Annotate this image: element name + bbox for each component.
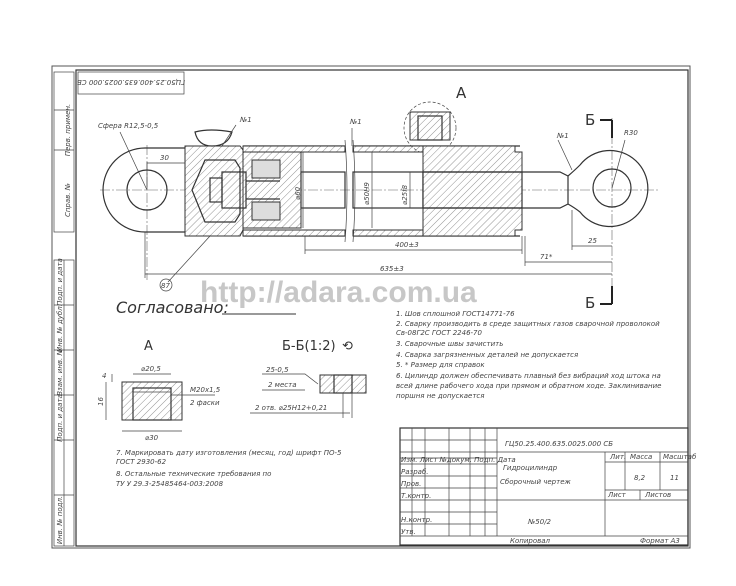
section-bb: Б-Б(1:2) ⟲ 25-0,5 2 места 2 отв. ⌀25H12+… (250, 339, 367, 418)
note-line: Св-08Г2С ГОСТ 2246-70 (396, 329, 483, 337)
side-strip: Перв. примен. Справ. № Подп. и дата Инв.… (53, 71, 75, 547)
dim-dia-50: ⌀50H9 (363, 182, 371, 205)
weld-mark: №1 (349, 118, 362, 126)
dim-dia-30: ⌀30 (145, 434, 159, 442)
notes-left: 7. Маркировать дату изготовления (месяц,… (116, 449, 342, 488)
notes-right: 1. Шов сплошной ГОСТ14771-76 2. Сварку п… (396, 310, 661, 400)
watermark: http://adara.com.ua (200, 276, 477, 309)
radius-label: R30 (624, 129, 638, 137)
dim-25: 25 (588, 237, 597, 245)
dim-400: 400±3 (395, 241, 419, 249)
note-line: 5. * Размер для справок (396, 361, 485, 369)
note-line: поршня не допускается (396, 392, 484, 400)
note-line: 2. Сварку производить в среде защитных г… (396, 320, 660, 328)
drawing-name-2: Сборочный чертеж (500, 478, 571, 486)
dim-30: 30 (160, 154, 169, 162)
strip-label: Подп. и дата (56, 394, 64, 442)
mass-label: Масса (630, 453, 652, 461)
detail-a: А ⌀20,5 M20x1,5 2 фаски ⌀30 4 16 (97, 339, 221, 442)
drawing-number: №50/2 (527, 518, 552, 526)
dim-dia-60: ⌀60 (294, 186, 302, 200)
lit-label: Лит. (609, 453, 626, 461)
section-bb-title: Б-Б(1:2) (282, 339, 336, 354)
detail-a-title: А (144, 339, 153, 354)
approved-label: Согласовано: (116, 298, 229, 317)
note-line: 1. Шов сплошной ГОСТ14771-76 (396, 310, 515, 318)
sphere-label: Сфера R12,5-0,5 (98, 122, 159, 130)
tb-row: Пров. (401, 480, 421, 488)
sheets-label: Листов (644, 491, 671, 499)
note-line: 7. Маркировать дату изготовления (месяц,… (116, 449, 342, 457)
format-label: Формат А3 (640, 537, 680, 545)
drawing-name-1: Гидроцилиндр (503, 464, 558, 472)
strip-label: Инв. № подл. (56, 496, 64, 544)
drawing-code: ГЦ50.25.400.635.0025.000 СБ (505, 440, 613, 448)
title-block: Изм. Лист №докум. Подп. Дата Разраб. Про… (399, 427, 697, 546)
dim-635: 635±3 (380, 265, 404, 273)
strip-label: Инв. № дубл. (56, 304, 64, 352)
strip-label: Взам. инв. № (56, 348, 64, 396)
scale-label: Масштаб (663, 453, 697, 461)
rotate-icon: ⟲ (342, 339, 353, 354)
strip-label: Перв. примен. (64, 104, 72, 157)
note-line: 8. Остальные технические требования по (116, 470, 271, 478)
places-label: 2 места (268, 381, 296, 389)
drawing-frame (75, 69, 689, 547)
dim-16: 16 (97, 397, 105, 406)
copied-label: Копировал (510, 537, 551, 545)
mass-value: 8,2 (634, 474, 646, 482)
dim-4: 4 (102, 372, 106, 380)
top-stamp: ГЦ50.25.400.635.0025.000 СБ (77, 71, 185, 95)
note-line: всей длине рабочего хода при прямом и об… (396, 382, 661, 390)
dim-dia-20-5: ⌀20,5 (141, 365, 161, 373)
tb-row: Разраб. (401, 468, 429, 476)
note-line: ГОСТ 2930-62 (116, 458, 167, 466)
section-b-top: Б (585, 111, 595, 129)
dim-25-bb: 25-0,5 (266, 366, 289, 374)
scale-value: 11 (670, 474, 679, 482)
strip-label: Подп. и дата (56, 258, 64, 306)
strip-label: Справ. № (64, 183, 72, 217)
stamp-code: ГЦ50.25.400.635.0025.000 СБ (77, 78, 185, 86)
position-balloon: 87 (161, 282, 170, 290)
tb-row: Изм. Лист №докум. Подп. Дата (401, 456, 516, 464)
tb-row: Т.контр. (401, 492, 431, 500)
section-b-bottom: Б (585, 294, 595, 312)
sheet-label: Лист (607, 491, 627, 499)
dim-71: 71* (540, 253, 553, 261)
thread-label: M20x1,5 (190, 386, 221, 394)
view-a-label: А (456, 84, 467, 102)
note-line: 4. Сварка загрязненных деталей не допуск… (396, 351, 578, 359)
tb-row: Утв. (401, 528, 416, 536)
tb-row: Н.контр. (401, 516, 432, 524)
weld-mark: №1 (556, 132, 569, 140)
weld-mark: №1 (239, 116, 252, 124)
note-line: ТУ У 29.3-25485464-003:2008 (116, 480, 224, 488)
holes-label: 2 отв. ⌀25H12+0,21 (255, 404, 327, 412)
cylinder-main-view: Сфера R12,5-0,5 №1 №1 №1 А Б Б R30 30 ⌀6… (98, 84, 660, 312)
dim-dia-25: ⌀25f8 (401, 184, 409, 205)
note-line: 6. Цилиндр должен обеспечивать плавный б… (396, 372, 661, 380)
note-line: 3. Сварочные швы зачистить (396, 340, 503, 348)
chamfer-label: 2 фаски (190, 399, 220, 407)
